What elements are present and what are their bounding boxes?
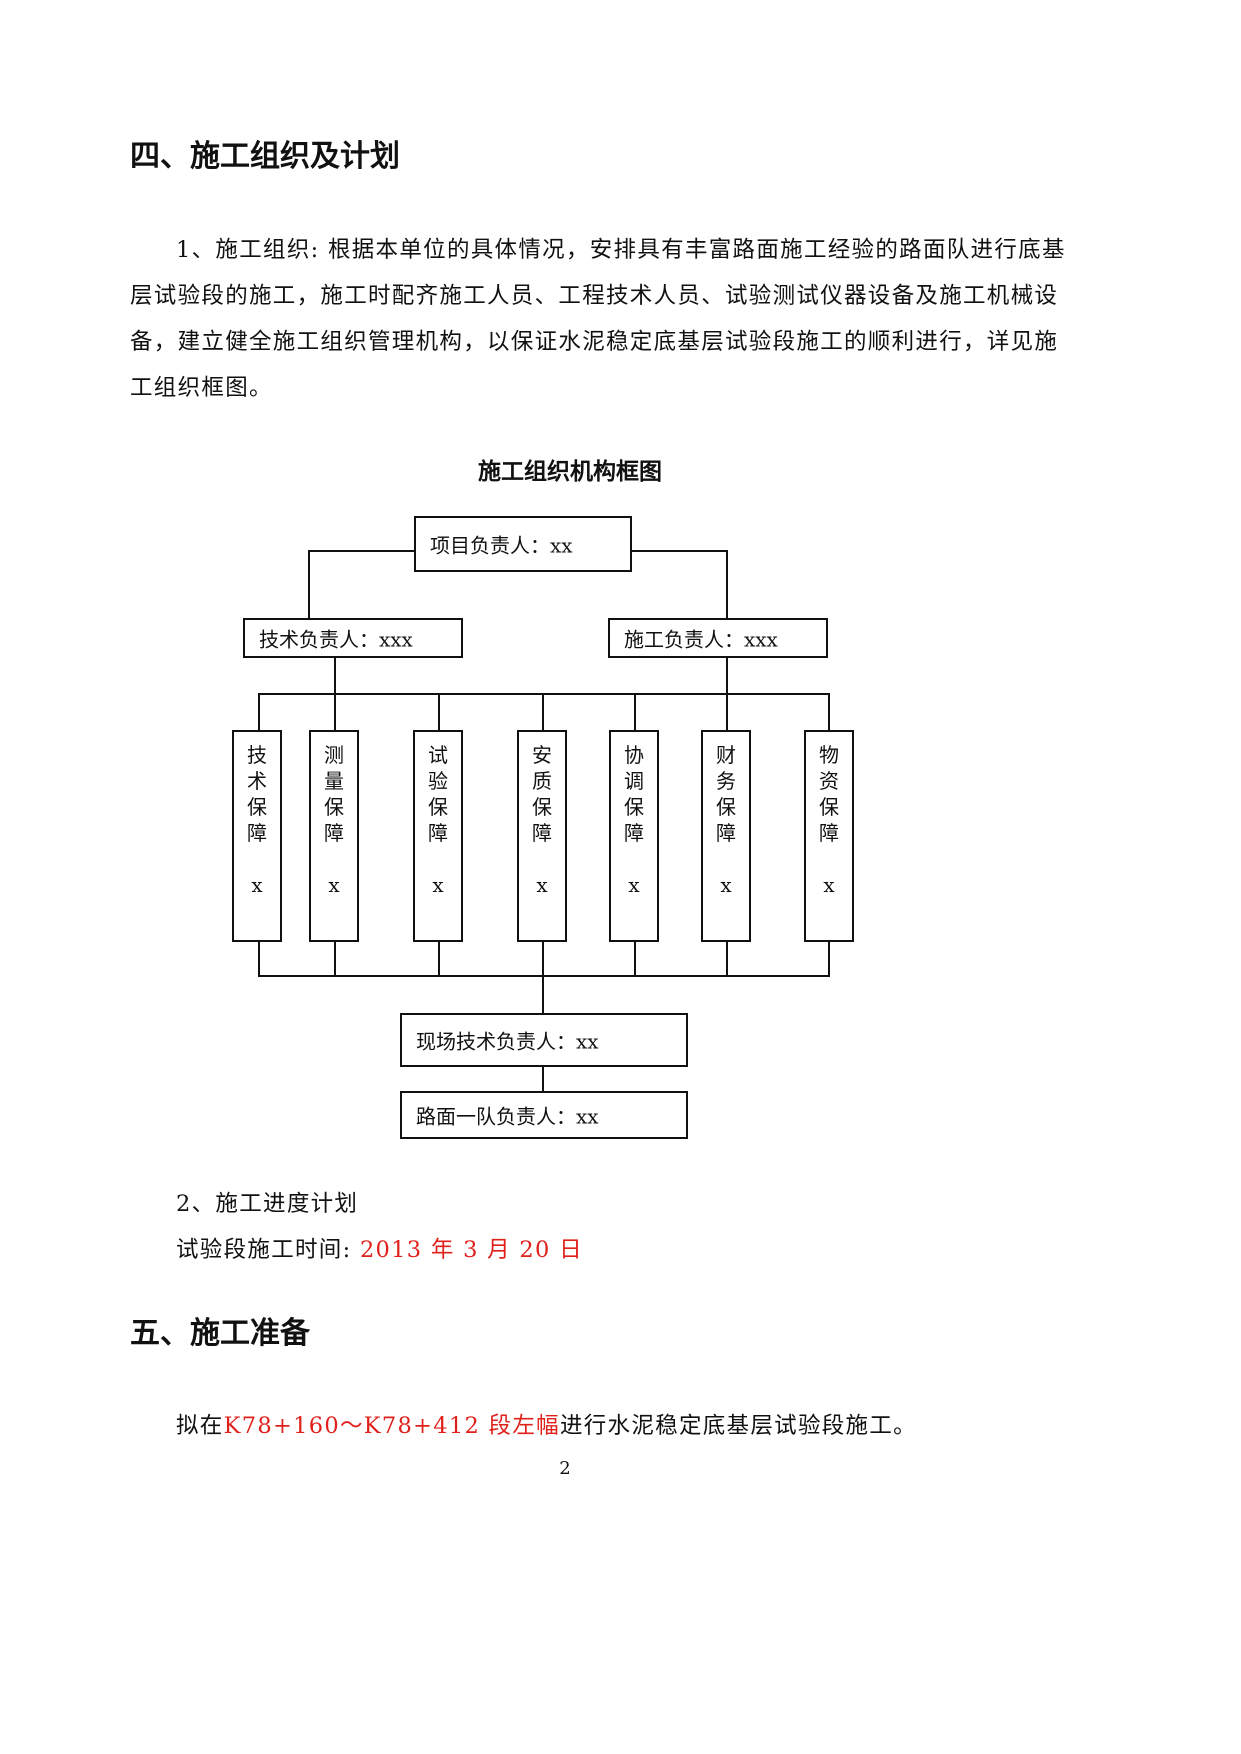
- connector-line: [631, 550, 727, 552]
- department-box-finance-support: 财 务 保 障 x: [701, 730, 751, 942]
- connector-line: [634, 941, 636, 977]
- connector-line: [258, 693, 830, 695]
- team-lead-box: 路面一队负责人：xx: [400, 1091, 688, 1139]
- paragraph-1-line-3: 备，建立健全施工组织管理机构，以保证水泥稳定底基层试验段施工的顺利进行，详见施: [130, 329, 1059, 355]
- department-box-materials-support: 物 资 保 障 x: [804, 730, 854, 942]
- department-box-safety-quality-support: 安 质 保 障 x: [517, 730, 567, 942]
- section-5-heading: 五、施工准备: [130, 1316, 310, 1351]
- section-5-line: 拟在K78+160～K78+412 段左幅进行水泥稳定底基层试验段施工。: [176, 1402, 917, 1450]
- section-5-suffix: 进行水泥稳定底基层试验段施工。: [559, 1413, 917, 1439]
- section-4-heading: 四、施工组织及计划: [130, 139, 400, 174]
- site-tech-lead-label: 现场技术负责人：xx: [416, 1029, 599, 1054]
- connector-line: [726, 693, 728, 731]
- connector-line: [726, 550, 728, 619]
- department-box-testing-support: 试 验 保 障 x: [413, 730, 463, 942]
- paragraph-1-line-2: 层试验段的施工，施工时配齐施工人员、工程技术人员、试验测试仪器设备及施工机械设: [130, 283, 1059, 309]
- connector-line: [308, 550, 415, 552]
- department-box-coordination-support: 协 调 保 障 x: [609, 730, 659, 942]
- paragraph-1-line-1: 1、施工组织: 根据本单位的具体情况，安排具有丰富路面施工经验的路面队进行底基: [176, 237, 1066, 263]
- connector-line: [438, 693, 440, 731]
- connector-line: [258, 941, 260, 977]
- department-label: 测 量 保 障 x: [324, 743, 344, 897]
- department-label: 技 术 保 障 x: [247, 743, 267, 897]
- connector-line: [634, 693, 636, 731]
- project-lead-label: 项目负责人：xx: [430, 533, 573, 558]
- department-box-survey-support: 测 量 保 障 x: [309, 730, 359, 942]
- department-label: 协 调 保 障 x: [624, 743, 644, 897]
- department-label: 试 验 保 障 x: [428, 743, 448, 897]
- connector-line: [542, 975, 544, 1014]
- connector-line: [334, 657, 336, 694]
- connector-line: [258, 975, 830, 977]
- org-chart-title: 施工组织机构框图: [478, 458, 662, 485]
- connector-line: [334, 693, 336, 731]
- department-label: 安 质 保 障 x: [532, 743, 552, 897]
- schedule-label: 试验段施工时间:: [176, 1237, 352, 1263]
- connector-line: [726, 941, 728, 977]
- schedule-title: 2、施工进度计划: [176, 1191, 359, 1217]
- tech-lead-box: 技术负责人：xxx: [243, 618, 463, 658]
- construction-lead-box: 施工负责人：xxx: [608, 618, 828, 658]
- connector-line: [308, 550, 310, 619]
- section-5-prefix: 拟在: [176, 1413, 224, 1439]
- schedule-line: 试验段施工时间: 2013 年 3 月 20 日: [176, 1226, 583, 1274]
- connector-line: [334, 941, 336, 977]
- tech-lead-label: 技术负责人：xxx: [259, 627, 413, 652]
- connector-line: [542, 1066, 544, 1092]
- section-5-location: K78+160～K78+412 段左幅: [223, 1413, 560, 1439]
- connector-line: [828, 941, 830, 977]
- construction-lead-label: 施工负责人：xxx: [624, 627, 778, 652]
- connector-line: [828, 693, 830, 731]
- paragraph-1-line-4: 工组织框图。: [130, 375, 273, 401]
- site-tech-lead-box: 现场技术负责人：xx: [400, 1013, 688, 1067]
- team-lead-label: 路面一队负责人：xx: [416, 1104, 599, 1129]
- department-box-tech-support: 技 术 保 障 x: [232, 730, 282, 942]
- department-label: 财 务 保 障 x: [716, 743, 736, 897]
- schedule-date: 2013 年 3 月 20 日: [359, 1237, 583, 1263]
- connector-line: [542, 693, 544, 731]
- connector-line: [258, 693, 260, 731]
- department-label: 物 资 保 障 x: [819, 743, 839, 897]
- page-number: 2: [559, 1458, 571, 1479]
- project-lead-box: 项目负责人：xx: [414, 516, 632, 572]
- connector-line: [438, 941, 440, 977]
- connector-line: [542, 941, 544, 977]
- connector-line: [726, 657, 728, 694]
